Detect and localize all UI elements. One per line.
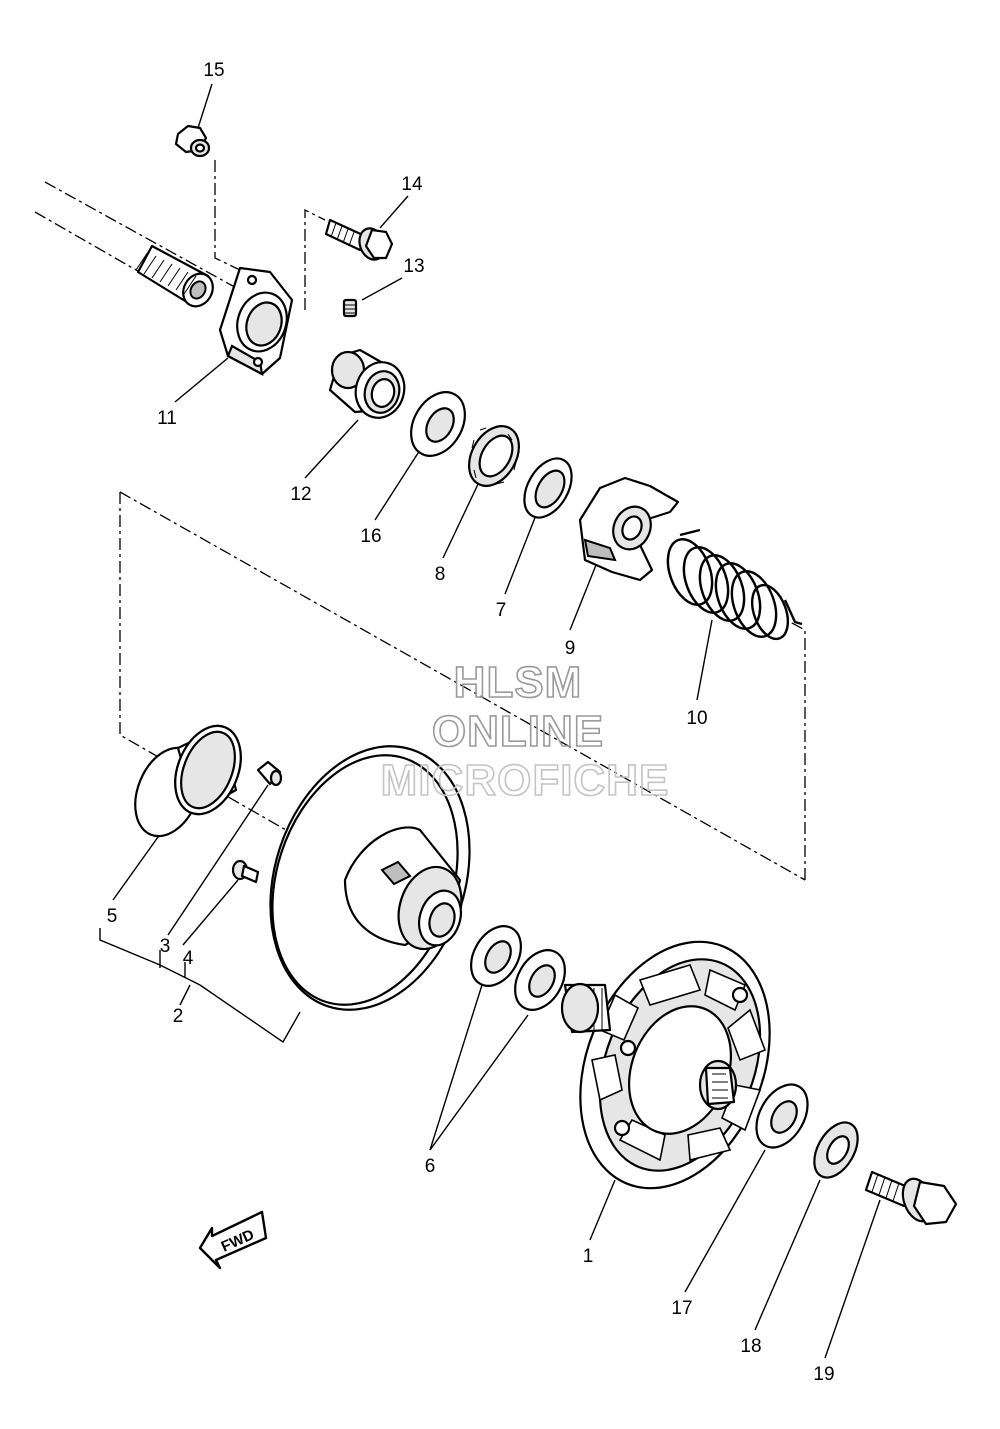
- watermark-line2: ONLINE: [432, 707, 604, 756]
- part-5-bushing: [134, 724, 242, 838]
- watermark: HLSM ONLINE MICROFICHE: [380, 657, 670, 806]
- leader-lines: [99, 83, 881, 1359]
- callout-13: 13: [403, 256, 424, 277]
- part-13-set-screw: [342, 298, 358, 318]
- part-19-bolt: [864, 1170, 958, 1226]
- watermark-line3: MICROFICHE: [381, 756, 670, 805]
- part-1-movable-sheave: [560, 940, 771, 1190]
- part-16-washer: [410, 391, 466, 457]
- part-9-cam: [578, 476, 680, 582]
- part-15-nut: [174, 124, 211, 158]
- part-12-bearing: [328, 348, 406, 419]
- callout-4: 4: [183, 948, 194, 969]
- callout-11: 11: [157, 408, 177, 429]
- part-6-washer-b: [514, 949, 566, 1011]
- callout-5: 5: [107, 906, 118, 927]
- part-6-washer-a: [470, 925, 522, 987]
- callout-18: 18: [740, 1336, 761, 1357]
- watermark-line1: HLSM: [454, 658, 583, 707]
- part-7-lock-washer: [523, 457, 573, 519]
- callout-10: 10: [686, 708, 707, 729]
- callout-2: 2: [173, 1006, 184, 1027]
- callout-19: 19: [813, 1364, 834, 1385]
- callout-3: 3: [160, 936, 171, 957]
- callout-6: 6: [425, 1156, 436, 1177]
- callouts: 15 14 13 11 12 16 8 7 9 10 5 3 4 2 6 1 1…: [107, 60, 835, 1385]
- part-18-washer: [813, 1121, 859, 1179]
- callout-1: 1: [583, 1246, 594, 1267]
- part-10-spring: [666, 528, 803, 641]
- part-14-bolt: [324, 218, 394, 261]
- callout-15: 15: [203, 60, 224, 81]
- callout-16: 16: [360, 526, 381, 547]
- callout-7: 7: [496, 600, 507, 621]
- assembly-lines: [34, 160, 806, 881]
- callout-8: 8: [435, 564, 446, 585]
- callout-12: 12: [290, 484, 311, 505]
- part-8-locknut: [468, 425, 520, 487]
- part-17-washer: [755, 1083, 809, 1149]
- callout-17: 17: [671, 1298, 692, 1319]
- callout-14: 14: [401, 174, 423, 195]
- shaft-spline: [135, 244, 214, 308]
- part-4-screw: [231, 859, 260, 884]
- part-2-sheave: [269, 745, 471, 1011]
- fwd-arrow: FWD: [198, 1210, 268, 1270]
- part-3-grease-fitting: [256, 760, 283, 787]
- part-11-housing: [218, 266, 294, 377]
- callout-9: 9: [565, 638, 576, 659]
